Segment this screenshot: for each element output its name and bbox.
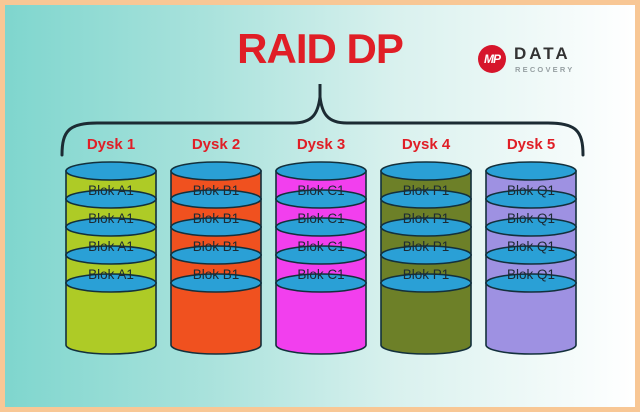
- platter-ellipse: [485, 189, 577, 209]
- platter-ellipse: [380, 217, 472, 237]
- block-label: Blok A1: [88, 183, 134, 198]
- disk-column: Dysk 1 Blok A1 Blok A1 Blok A1 Blok A1: [63, 135, 159, 357]
- platter-ellipse: [170, 189, 262, 209]
- platter-ellipse: [65, 189, 157, 209]
- block-label: Blok C1: [297, 183, 344, 198]
- platter-ellipse: [275, 189, 367, 209]
- platter-ellipse: [170, 273, 262, 293]
- disk-cylinder: Blok B1 Blok B1 Blok B1 Blok B1: [170, 161, 262, 355]
- block-label: Blok A1: [88, 267, 134, 282]
- curly-brace: [60, 84, 585, 157]
- block-label: Blok C1: [297, 267, 344, 282]
- disk-label: Dysk 1: [86, 136, 136, 153]
- block-label: Blok C1: [297, 211, 344, 226]
- logo-mp-monogram-icon: MP: [478, 45, 506, 73]
- block-label: Blok Q1: [507, 183, 555, 198]
- block-segment: [380, 282, 472, 355]
- disk-column: Dysk 2 Blok B1 Blok B1 Blok B1 Blok B1: [168, 135, 264, 357]
- platter-ellipse: [170, 245, 262, 265]
- block-label: Blok P1: [403, 239, 450, 254]
- disk-cylinder: Blok A1 Blok A1 Blok A1 Blok A1: [65, 161, 157, 355]
- platter-ellipse: [65, 245, 157, 265]
- disk-cylinder: Blok P1 Blok P1 Blok P1 Blok P1: [380, 161, 472, 355]
- block-label: Blok A1: [88, 211, 134, 226]
- disk-label: Dysk 4: [401, 136, 451, 153]
- disk-cylinder: Blok Q1 Blok Q1 Blok Q1 Blok Q1: [485, 161, 577, 355]
- platter-ellipse: [275, 273, 367, 293]
- block-label: Blok C1: [297, 239, 344, 254]
- platter-ellipse: [275, 217, 367, 237]
- curly-brace-path: [60, 84, 585, 157]
- disk-label: Dysk 5: [506, 136, 556, 153]
- platter-ellipse: [65, 273, 157, 293]
- platter-ellipse: [275, 161, 367, 181]
- data-recovery-logo: MP DATA RECOVERY: [478, 41, 593, 79]
- platter-ellipse: [380, 189, 472, 209]
- block-segment: [485, 282, 577, 355]
- platter-ellipse: [485, 217, 577, 237]
- block-label: Blok P1: [403, 211, 450, 226]
- disk-cylinder: Blok C1 Blok C1 Blok C1 Blok C1: [275, 161, 367, 355]
- logo-subtitle: RECOVERY: [515, 65, 575, 74]
- block-label: Blok B1: [193, 239, 240, 254]
- block-segment: [170, 282, 262, 355]
- block-label: Blok Q1: [507, 211, 555, 226]
- disk-column: Dysk 5 Blok Q1 Blok Q1 Blok Q1 Blok Q1: [483, 135, 579, 357]
- block-segment: [65, 282, 157, 355]
- block-label: Blok P1: [403, 267, 450, 282]
- platter-ellipse: [170, 161, 262, 181]
- platter-ellipse: [170, 217, 262, 237]
- platter-ellipse: [65, 161, 157, 181]
- block-label: Blok B1: [193, 211, 240, 226]
- platter-ellipse: [65, 217, 157, 237]
- disks-row: Dysk 1 Blok A1 Blok A1 Blok A1 Blok A1 Dysk 2…: [63, 135, 579, 357]
- block-segment: [275, 282, 367, 355]
- disk-column: Dysk 4 Blok P1 Blok P1 Blok P1 Blok P1: [378, 135, 474, 357]
- disk-label: Dysk 3: [296, 136, 346, 153]
- block-label: Blok P1: [403, 183, 450, 198]
- logo-wordmark: DATA: [514, 44, 571, 63]
- platter-ellipse: [485, 245, 577, 265]
- platter-ellipse: [485, 161, 577, 181]
- platter-ellipse: [380, 161, 472, 181]
- block-label: Blok Q1: [507, 239, 555, 254]
- disk-column: Dysk 3 Blok C1 Blok C1 Blok C1 Blok C1: [273, 135, 369, 357]
- block-label: Blok B1: [193, 267, 240, 282]
- block-label: Blok Q1: [507, 267, 555, 282]
- platter-ellipse: [380, 273, 472, 293]
- platter-ellipse: [380, 245, 472, 265]
- platter-ellipse: [275, 245, 367, 265]
- block-label: Blok A1: [88, 239, 134, 254]
- disk-label: Dysk 2: [191, 136, 241, 153]
- block-label: Blok B1: [193, 183, 240, 198]
- platter-ellipse: [485, 273, 577, 293]
- page-title: RAID DP: [237, 25, 404, 72]
